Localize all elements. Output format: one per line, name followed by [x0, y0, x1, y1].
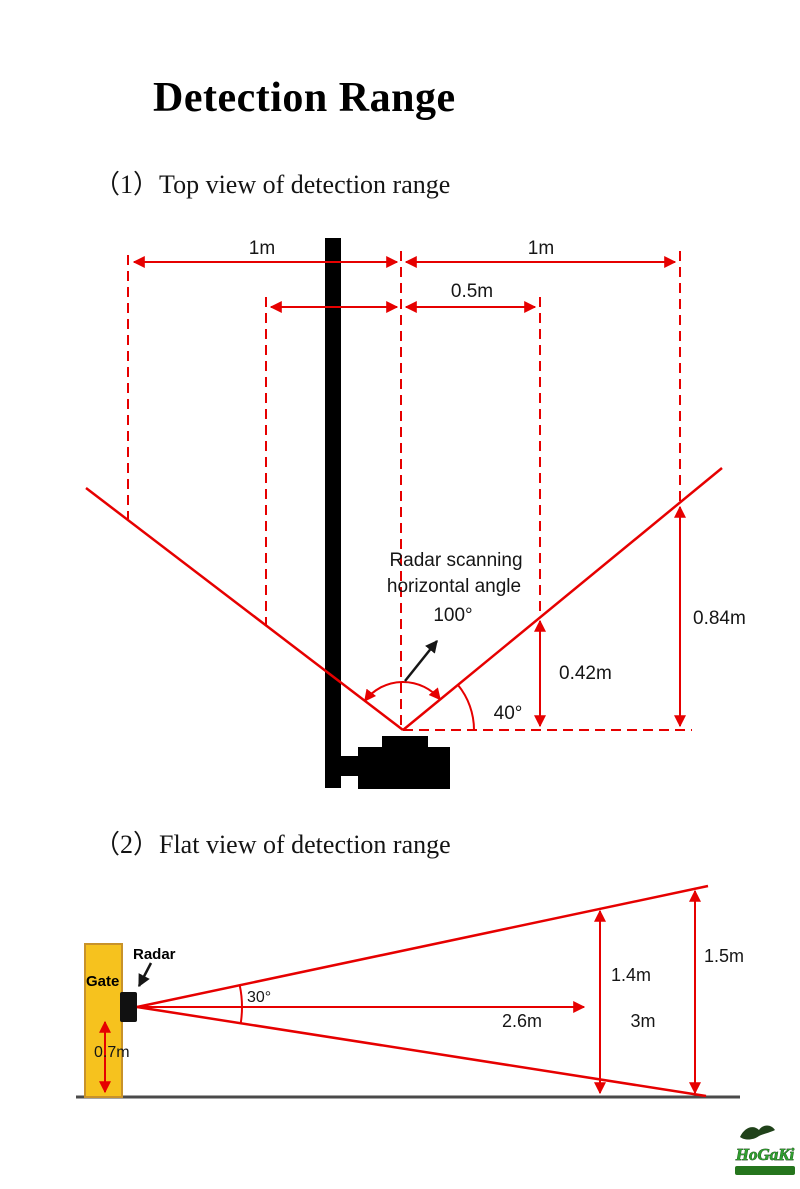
dim-1-4m-label: 1.4m — [611, 965, 651, 985]
beam-angle-arc — [238, 984, 243, 1024]
dashed-guides — [127, 251, 692, 731]
dim-1m-left: 1m — [132, 238, 399, 268]
dim-0-7m-label: 0.7m — [94, 1044, 130, 1061]
bird-icon — [740, 1125, 775, 1140]
dim-0-42m-label: 0.42m — [559, 663, 612, 684]
dim-2-6m-label: 2.6m — [502, 1011, 542, 1031]
dim-0-42m: 0.42m — [534, 619, 612, 728]
dim-3m-label: 3m — [630, 1011, 655, 1031]
dim-1-5m-label: 1.5m — [704, 946, 744, 966]
radar-pointer-arrow — [137, 962, 153, 988]
scan-angle-annotation: Radar scanning horizontal angle 100° — [364, 550, 523, 702]
dim-1-4m: 1.4m — [594, 909, 651, 1095]
beam-edge-right — [402, 467, 723, 731]
beam-edges-top — [85, 467, 723, 731]
barrier-pole — [325, 238, 341, 788]
beam-angle-annotation: 30° — [238, 984, 271, 1024]
gate-label: Gate — [86, 973, 119, 990]
scan-label-line1: Radar scanning — [389, 550, 522, 571]
scan-angle-arc — [364, 681, 441, 702]
logo-text: HoGaKi — [735, 1145, 795, 1164]
gate-post — [84, 943, 123, 1098]
radar-cap — [382, 736, 428, 748]
radar-body — [358, 747, 450, 789]
dim-1m-right: 1m — [404, 238, 677, 268]
dim-0-7m: 0.7m — [94, 1020, 130, 1094]
elevation-angle-arc — [457, 684, 476, 731]
scan-angle-pointer-arrow — [404, 640, 438, 682]
brand-logo: HoGaKi — [734, 1125, 795, 1175]
scan-label-line2: horizontal angle — [387, 576, 521, 597]
dim-0-84m: 0.84m — [674, 505, 746, 728]
beam-upper-edge — [136, 884, 709, 1009]
dim-0-5m: 0.5m — [269, 281, 537, 313]
elevation-angle-annotation: 40° — [457, 684, 523, 731]
beam-lower-edge — [136, 1005, 707, 1098]
section-2-heading: （2）Flat view of detection range — [94, 830, 451, 859]
elevation-angle-value: 40° — [494, 703, 523, 724]
dim-1m-right-label: 1m — [528, 238, 554, 259]
radar-mount-tab — [341, 756, 359, 776]
beam-angle-value: 30° — [247, 989, 271, 1006]
beam-edge-left — [85, 487, 404, 731]
logo-tagline-strip — [735, 1166, 795, 1175]
scan-angle-value: 100° — [433, 605, 472, 626]
radar-label: Radar — [133, 946, 176, 963]
dim-0-5m-label: 0.5m — [451, 281, 493, 302]
flat-view-diagram: Gate Radar 30° 2.6m 3m 1.4m — [76, 884, 744, 1099]
top-view-diagram: 1m 1m 0.5m 0.42m 0.84m — [85, 238, 746, 789]
dim-0-84m-label: 0.84m — [693, 608, 746, 629]
dim-1m-left-label: 1m — [249, 238, 275, 259]
radar-unit-side — [120, 992, 137, 1022]
dim-1-5m: 1.5m — [689, 889, 744, 1095]
radar-unit-top — [341, 736, 450, 789]
page-title: Detection Range — [153, 75, 456, 121]
section-1-heading: （1）Top view of detection range — [94, 170, 451, 199]
beam-edges-flat — [136, 884, 709, 1098]
